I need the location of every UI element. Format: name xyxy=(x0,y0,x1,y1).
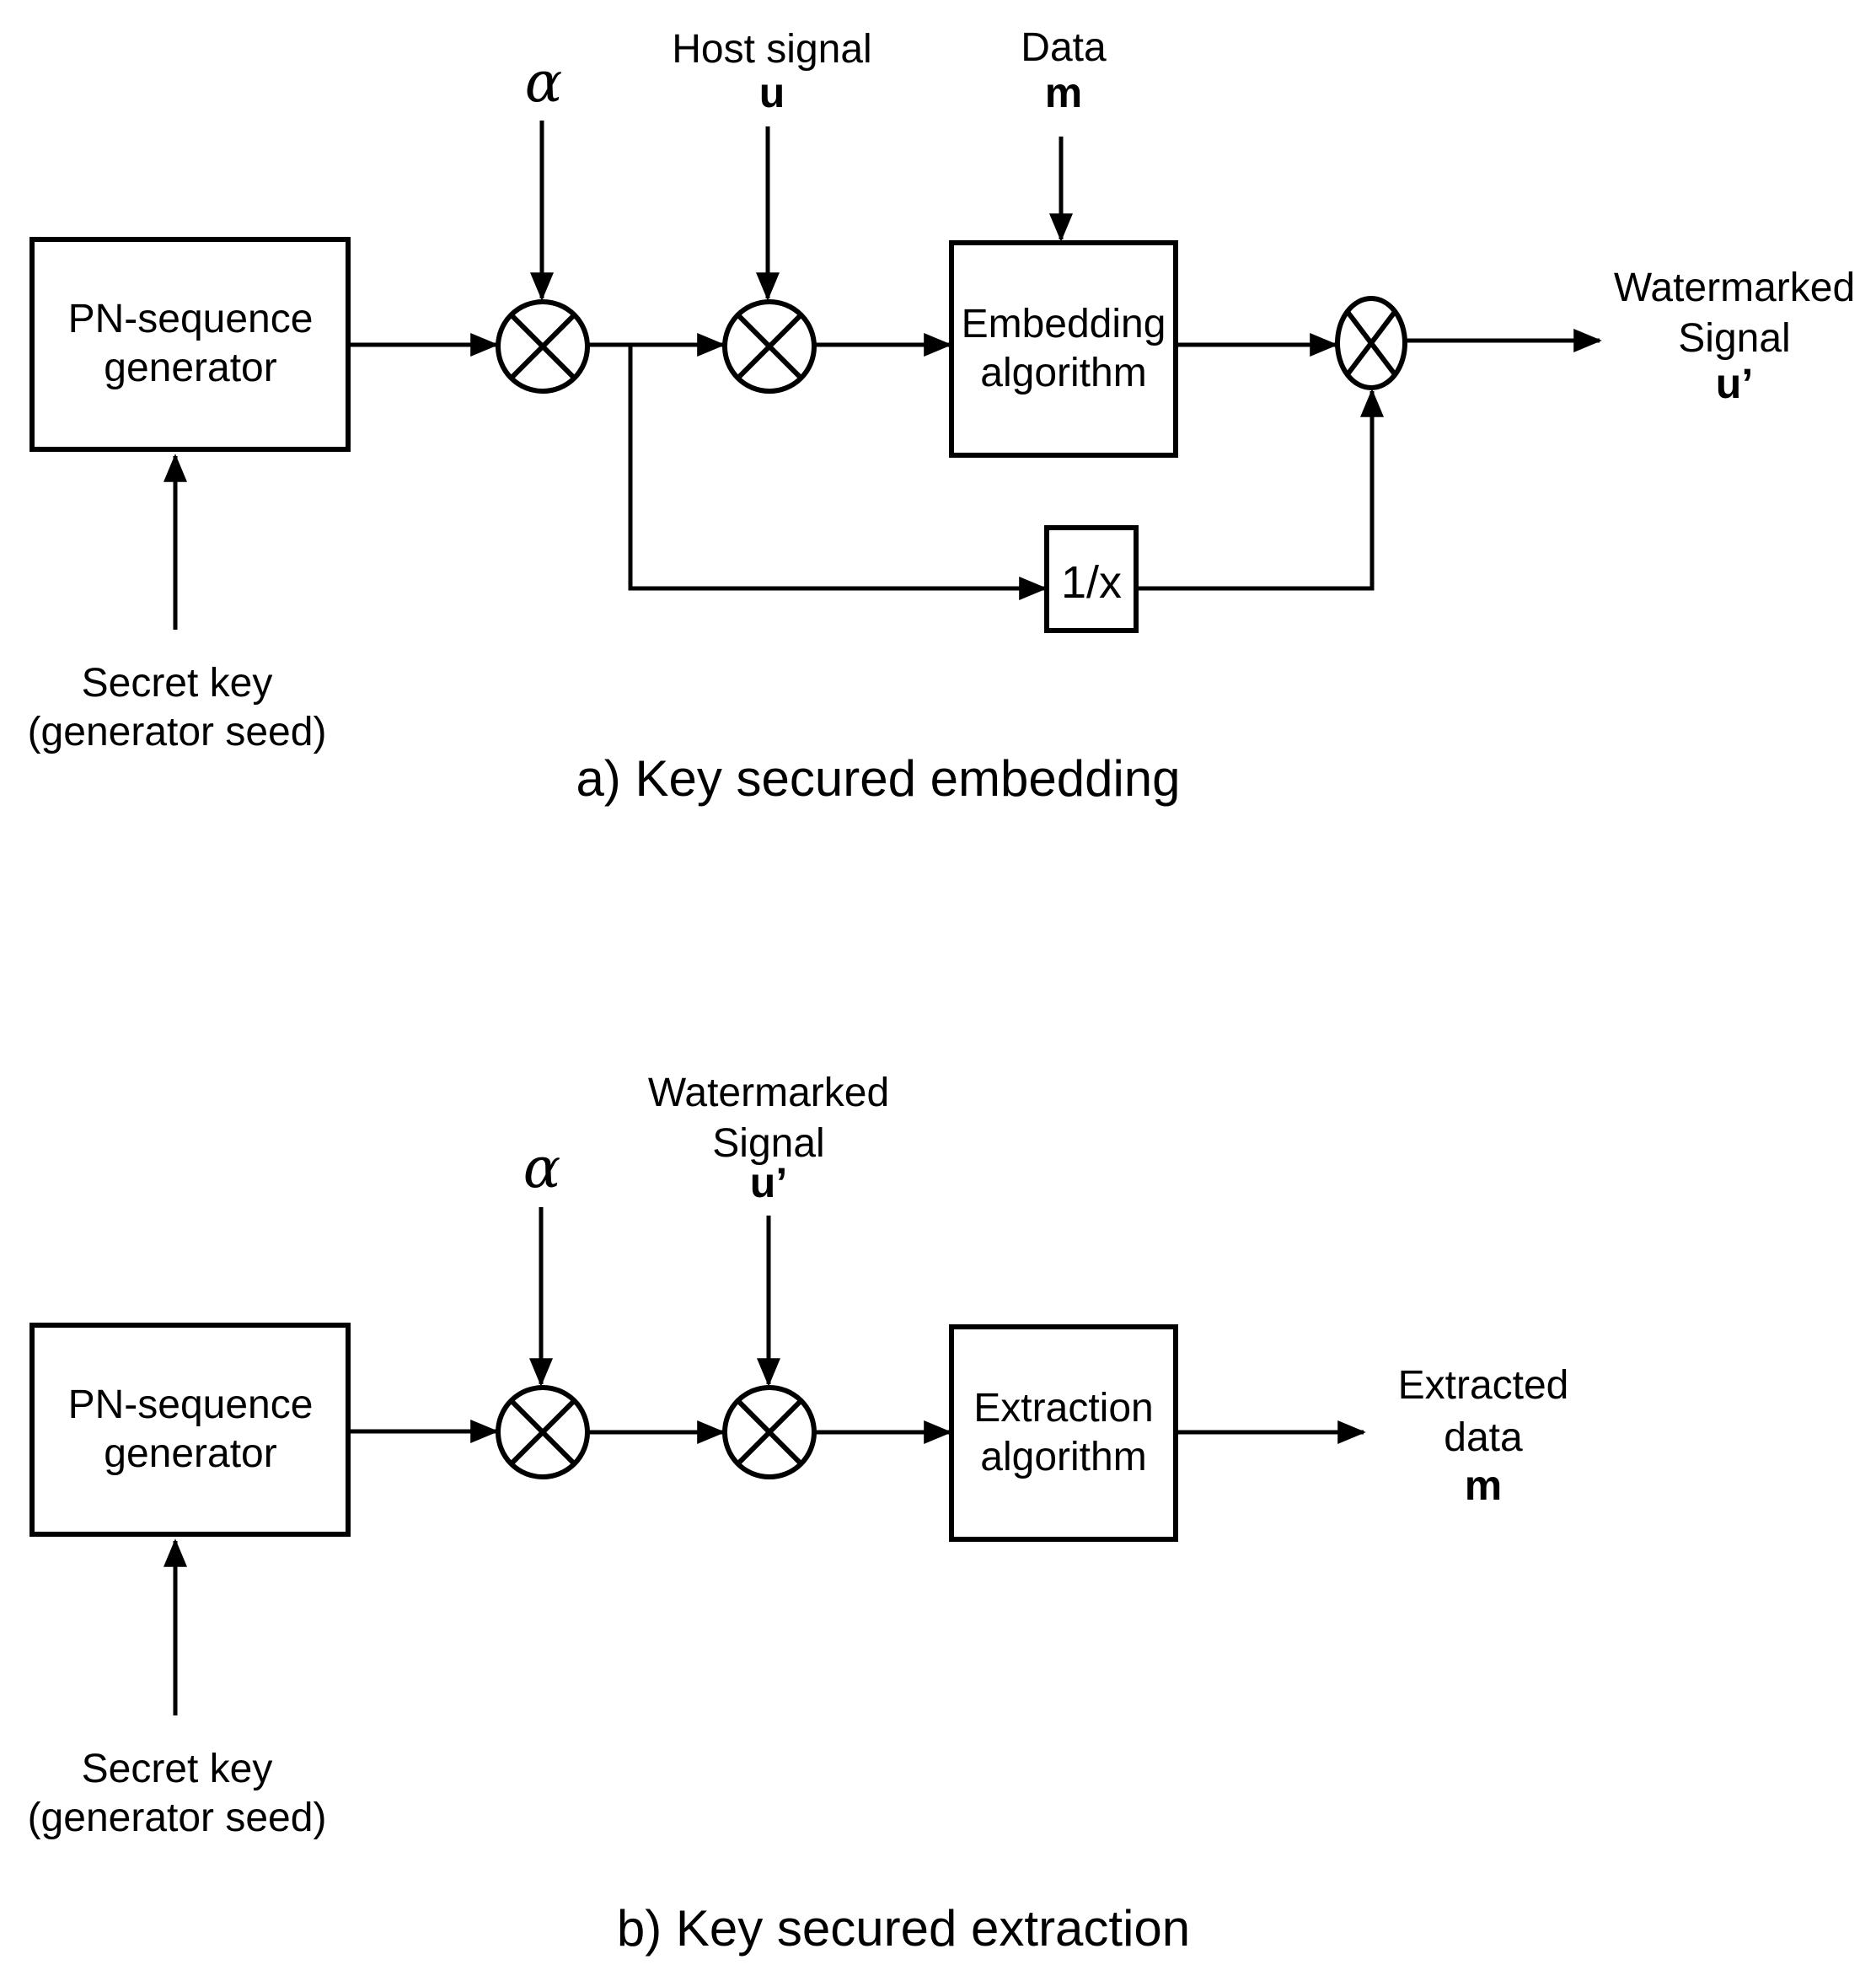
embedding-algorithm-box xyxy=(949,240,1178,458)
extracted-data-label-line1: Extracted xyxy=(1398,1363,1569,1408)
host-signal-label: Host signal xyxy=(672,27,871,72)
wire-branch-to-inverse xyxy=(628,345,1048,600)
host-signal-symbol: u xyxy=(759,69,785,116)
watermarked-signal-symbol: u’ xyxy=(750,1159,787,1206)
watermarked-signal-label-line1: Watermarked xyxy=(648,1071,889,1115)
inverse-box-label: 1/x xyxy=(1061,557,1122,608)
multiplier-cross-line xyxy=(736,1399,803,1466)
multiplier-1-icon xyxy=(496,299,590,394)
watermarked-signal-symbol: u’ xyxy=(1716,360,1753,407)
data-symbol: m xyxy=(1045,69,1082,116)
embedding-label-line2: algorithm xyxy=(980,351,1146,395)
caption-a: a) Key secured embedding xyxy=(576,750,1180,807)
multiplier-1-icon xyxy=(496,1385,590,1479)
pn-sequence-generator-box xyxy=(29,1323,351,1537)
extraction-algorithm-box xyxy=(949,1324,1178,1542)
watermarked-signal-label-line2: Signal xyxy=(1678,316,1790,361)
diagram-a-embedding: PN-sequence generator Secret key (genera… xyxy=(28,25,1856,807)
multiplier-cross-line xyxy=(509,1399,576,1466)
pn-generator-label-line2: generator xyxy=(104,1431,276,1476)
secret-key-label-line1: Secret key xyxy=(82,1747,273,1791)
multiplier-2-icon xyxy=(722,1385,817,1479)
secret-key-label-line2: (generator seed) xyxy=(28,710,327,754)
caption-b: b) Key secured extraction xyxy=(617,1900,1190,1957)
multiplier-cross-line xyxy=(509,313,576,380)
pn-generator-label-line1: PN-sequence xyxy=(68,297,314,341)
data-label: Data xyxy=(1021,25,1107,70)
multiplier-cross-line xyxy=(1345,310,1397,376)
alpha-label: α xyxy=(523,1135,561,1200)
extraction-label-line1: Extraction xyxy=(973,1386,1153,1431)
pn-generator-label-line2: generator xyxy=(104,346,276,390)
watermarked-signal-label-line1: Watermarked xyxy=(1614,266,1855,310)
secret-key-label-line2: (generator seed) xyxy=(28,1796,327,1840)
wire-inverse-to-mult3 xyxy=(1136,389,1384,591)
multiplier-2-icon xyxy=(722,299,817,394)
multiplier-cross-line xyxy=(736,313,803,380)
watermarked-signal-label-line2: Signal xyxy=(712,1121,824,1166)
extracted-data-symbol: m xyxy=(1465,1462,1502,1509)
embedding-label-line1: Embedding xyxy=(962,302,1166,346)
multiplier-3-icon xyxy=(1335,296,1407,390)
diagram-b-extraction: PN-sequence generator Secret key (genera… xyxy=(28,1071,1569,1957)
extracted-data-label-line2: data xyxy=(1444,1415,1523,1460)
alpha-label: α xyxy=(525,50,563,115)
secret-key-label-line1: Secret key xyxy=(82,661,273,706)
extraction-label-line2: algorithm xyxy=(980,1435,1146,1479)
inverse-box xyxy=(1044,525,1139,633)
pn-generator-label-line1: PN-sequence xyxy=(68,1382,314,1427)
pn-sequence-generator-box xyxy=(29,237,351,452)
